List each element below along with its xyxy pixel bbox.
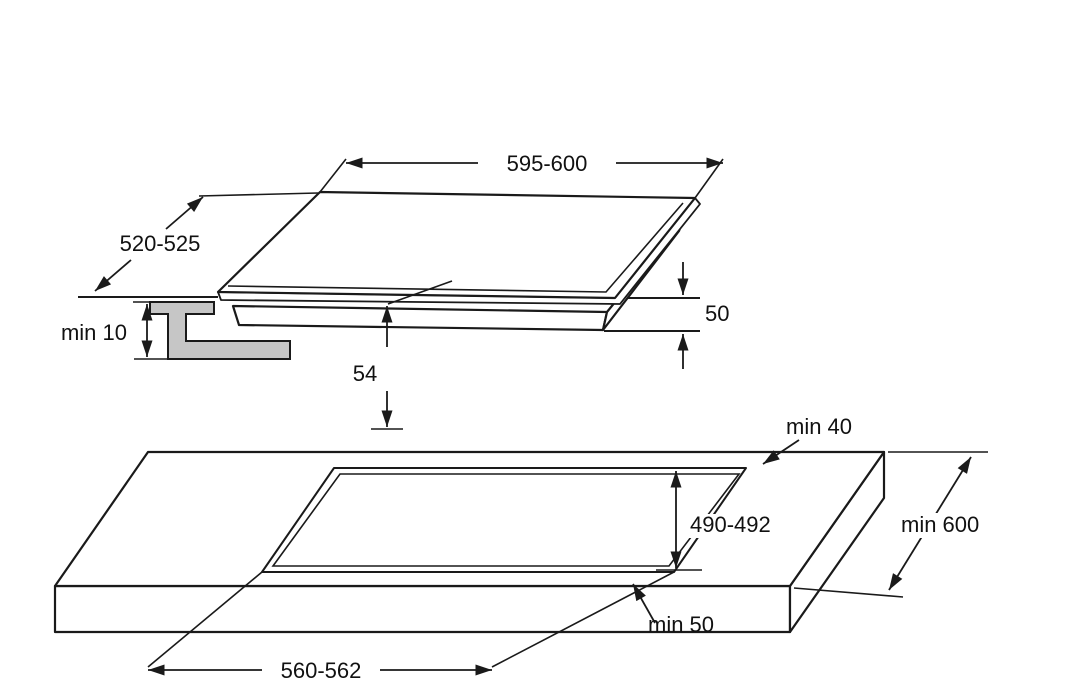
dim-worktop-depth: min 600 xyxy=(793,451,988,598)
mounting-bracket-section xyxy=(149,301,291,360)
dim-leader-arrow xyxy=(632,583,656,624)
dim-extension-line xyxy=(491,571,675,668)
dim-cutout-depth-label: 490-492 xyxy=(690,512,771,537)
dim-hob-depth: 520-525 xyxy=(94,192,319,292)
dim-label-background xyxy=(897,513,983,538)
dim-cutout-width: 560-562 xyxy=(147,571,675,683)
dim-rear-clearance-label: min 40 xyxy=(786,414,852,439)
dim-extension-line xyxy=(793,587,904,598)
worktop-cutout-view: min 40 490-492 min 600 min 50 xyxy=(53,414,988,683)
dim-leader-arrow xyxy=(762,439,800,465)
dim-label-background xyxy=(686,514,774,538)
dim-arrow-upper xyxy=(165,196,204,230)
dim-leader-line xyxy=(387,280,453,305)
dim-build-in-depth: 54 xyxy=(353,280,453,430)
dim-arrow-lower xyxy=(94,259,132,292)
dim-worktop-depth-label: min 600 xyxy=(901,512,979,537)
dim-extension-line xyxy=(694,158,724,199)
hob-glass-bevel-line xyxy=(227,202,684,293)
dim-rear-clearance: min 40 xyxy=(762,414,852,465)
dim-cutout-width-label: 560-562 xyxy=(281,658,362,683)
dim-extension-line xyxy=(198,192,319,197)
dim-hob-height-label: 50 xyxy=(705,301,729,326)
dim-hob-width-label: 595-600 xyxy=(507,151,588,176)
dim-build-in-depth-label: 54 xyxy=(353,361,377,386)
cutout-inner-edge xyxy=(271,473,741,567)
hob-glass-top xyxy=(216,190,697,300)
hob-body-front xyxy=(231,304,609,332)
dim-front-clearance-label: min 50 xyxy=(648,612,714,637)
dim-hob-width: 595-600 xyxy=(319,151,724,199)
dim-extension-line xyxy=(147,571,263,668)
dim-side-clearance-label: min 10 xyxy=(61,320,127,345)
dim-cutout-depth: 490-492 xyxy=(656,471,774,571)
dim-hob-height: 50 xyxy=(677,262,729,369)
hob-top-view: 595-600 520-525 50 54 xyxy=(61,151,729,430)
dim-side-clearance: min 10 xyxy=(61,301,168,360)
dim-hob-depth-label: 520-525 xyxy=(120,231,201,256)
dim-front-clearance: min 50 xyxy=(632,583,714,637)
dim-extension-line xyxy=(319,158,347,193)
